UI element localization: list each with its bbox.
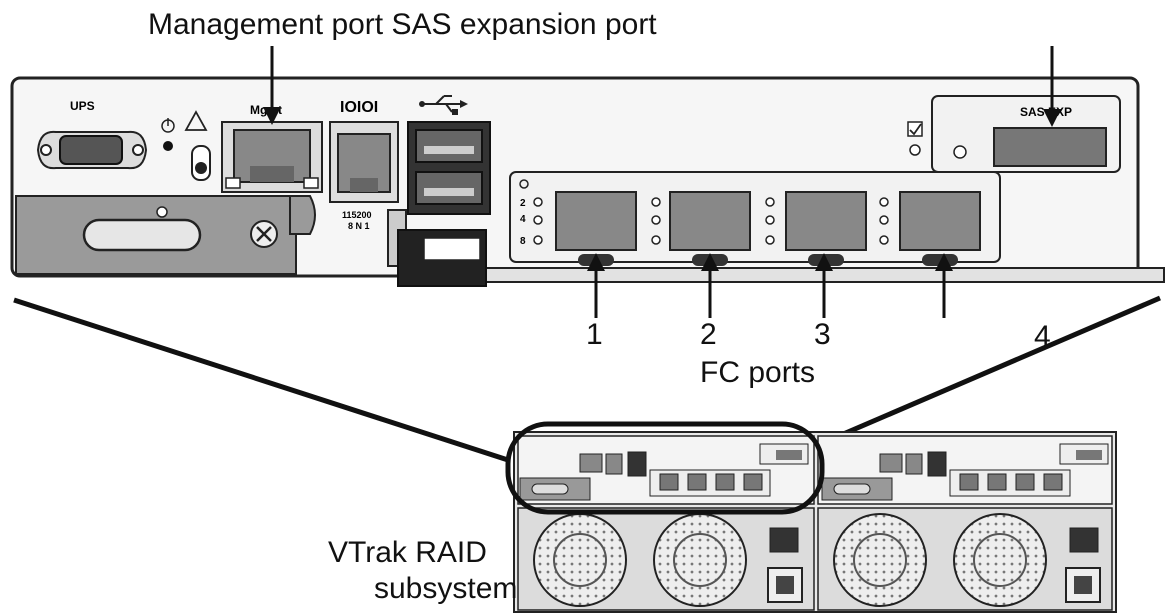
management-port[interactable] — [221, 121, 323, 193]
warning-icon — [184, 110, 208, 131]
power-icon — [161, 118, 175, 133]
sas-expansion-port[interactable] — [993, 127, 1107, 167]
battery-handle[interactable] — [15, 195, 316, 275]
diagram-title: Management port SAS expansion port — [148, 8, 657, 41]
sas-exp-label: SAS EXP — [1020, 105, 1072, 119]
serial-port[interactable] — [329, 121, 399, 203]
usb-icon — [419, 95, 468, 115]
speed-label-8: 8 — [520, 236, 526, 247]
fc-port-number-2: 2 — [700, 318, 717, 351]
vtrak-label-line1: VTrak RAID — [328, 536, 487, 569]
speed-label-4: 4 — [520, 214, 526, 225]
panel-rail — [469, 267, 1165, 283]
fc-ports-caption: FC ports — [700, 356, 816, 389]
checkbox-icon — [907, 121, 923, 137]
zoom-line-right — [819, 295, 1161, 447]
usb-ports[interactable] — [407, 121, 491, 215]
fc-port-number-1: 1 — [586, 318, 603, 351]
fc-port-4[interactable] — [899, 191, 981, 266]
fc-port-number-4: 4 — [1034, 320, 1051, 353]
vtrak-enclosure — [513, 431, 1117, 613]
fan-1 — [533, 513, 627, 607]
fc-speed-leds — [533, 197, 889, 245]
ups-label: UPS — [70, 99, 95, 113]
fan-3 — [833, 513, 927, 607]
status-led — [163, 141, 173, 151]
sas-led — [953, 145, 967, 159]
mgmt-label: Mgmt — [250, 103, 282, 117]
serial-speed-1: 115200 — [342, 210, 372, 220]
vtrak-label-line2: subsystem — [374, 572, 518, 605]
fan-2 — [653, 513, 747, 607]
highlight-oval — [505, 421, 825, 515]
serial-speed-2: 8 N 1 — [348, 221, 370, 231]
ups-port[interactable] — [36, 130, 148, 170]
zoom-line-left — [13, 297, 509, 463]
serial-label: IOIOI — [340, 99, 378, 116]
fc-port-1[interactable] — [555, 191, 637, 266]
fc-port-number-3: 3 — [814, 318, 831, 351]
screw-icon[interactable] — [250, 220, 278, 248]
fan-4 — [953, 513, 1047, 607]
speed-label-2: 2 — [520, 198, 526, 209]
check-led — [909, 144, 921, 156]
